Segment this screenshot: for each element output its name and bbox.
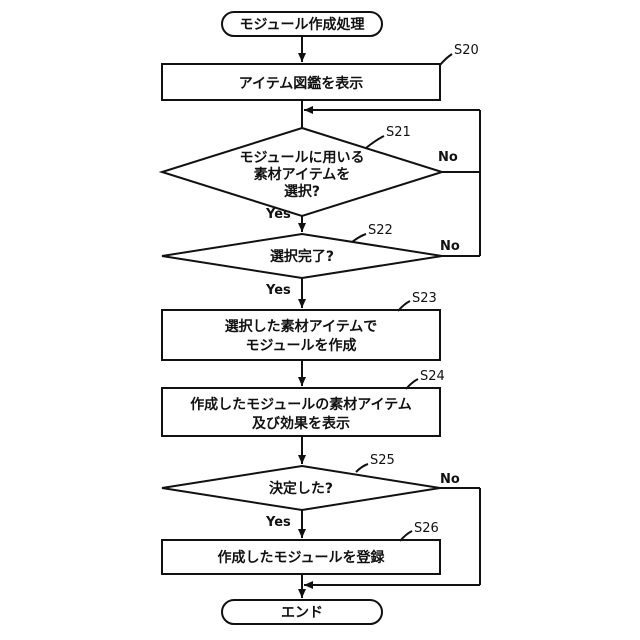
s22-text: 選択完了? (270, 248, 334, 265)
s23-id: S23 (412, 291, 437, 306)
s23-text-line2: モジュールを作成 (245, 337, 356, 354)
s26-id: S26 (414, 521, 439, 536)
s21-text-line2: 素材アイテムを (254, 166, 351, 183)
s23-text-line1: 選択した素材アイテムで (225, 318, 378, 335)
s22-yes-label: Yes (265, 283, 291, 298)
s24-text-line2: 及び効果を表示 (252, 415, 350, 432)
s21-no-label: No (438, 150, 458, 165)
s26-text: 作成したモジュールを登録 (217, 549, 385, 566)
s20-leader (440, 54, 452, 65)
s21-text-line3: 選択? (284, 183, 320, 200)
s21-text-line1: モジュールに用いる (239, 150, 364, 166)
s21-leader (366, 136, 384, 148)
s25-no-label: No (440, 472, 460, 487)
s22-leader (352, 234, 366, 242)
s21-yes-label: Yes (265, 207, 291, 222)
s22-no-label: No (440, 239, 460, 254)
s24-id: S24 (420, 369, 445, 384)
s20-id: S20 (454, 43, 479, 58)
s22-id: S22 (368, 223, 393, 238)
start-label: モジュール作成処理 (239, 16, 364, 33)
s20-text: アイテム図鑑を表示 (239, 75, 364, 92)
s25-text: 決定した? (269, 480, 333, 497)
s25-yes-label: Yes (265, 515, 291, 530)
s25-leader (356, 464, 368, 472)
s21-id: S21 (386, 125, 411, 140)
end-label: エンド (281, 605, 323, 621)
s24-text-line1: 作成したモジュールの素材アイテム (190, 396, 412, 413)
s25-id: S25 (370, 453, 395, 468)
